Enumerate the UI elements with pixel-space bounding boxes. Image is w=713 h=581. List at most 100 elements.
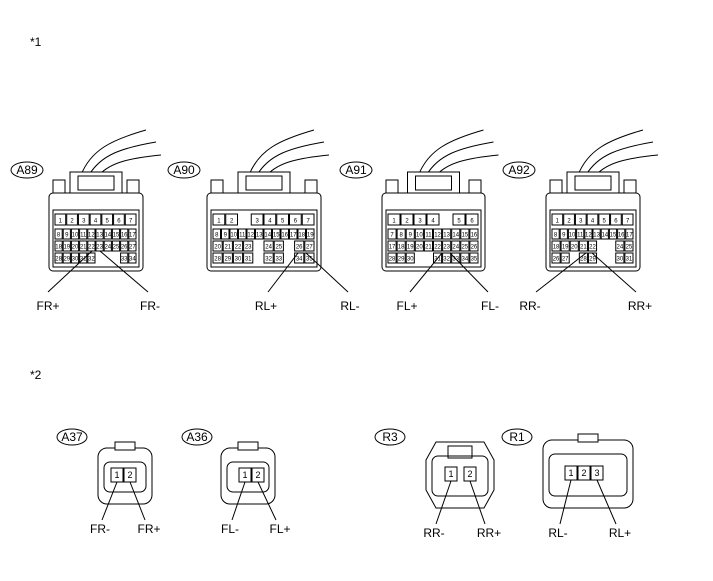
lead-line bbox=[591, 252, 637, 293]
pin-number: 24 bbox=[265, 245, 272, 251]
pin-cell bbox=[62, 240, 71, 252]
pin-number: 14 bbox=[264, 233, 271, 239]
pin-cell bbox=[79, 228, 88, 240]
pin-number: 2 bbox=[405, 219, 409, 225]
pin-number: 7 bbox=[129, 219, 133, 225]
pin-cell bbox=[212, 228, 221, 240]
pin-cell bbox=[95, 228, 104, 240]
side-latch bbox=[210, 179, 224, 195]
pin-cell bbox=[79, 240, 88, 252]
pin-cell bbox=[387, 240, 397, 252]
pin-cell bbox=[263, 252, 274, 264]
pin-number: 11 bbox=[577, 233, 584, 239]
pin-number: 5 bbox=[281, 219, 285, 225]
pin-number: 26 bbox=[471, 245, 478, 251]
signal-label: RL+ bbox=[609, 526, 631, 540]
pin-field bbox=[52, 209, 140, 268]
pin-cell bbox=[396, 240, 406, 252]
pin-cell bbox=[405, 252, 415, 264]
pin-number: 33 bbox=[121, 257, 128, 263]
signal-label: FR- bbox=[90, 522, 110, 536]
lock-tab bbox=[447, 445, 473, 459]
pin-number: 8 bbox=[399, 233, 403, 239]
pin-cell bbox=[301, 213, 315, 226]
pin-cell bbox=[263, 228, 272, 240]
pin-number: 29 bbox=[224, 257, 231, 263]
pin-number: 9 bbox=[224, 233, 228, 239]
side-latch bbox=[623, 179, 637, 195]
pin-cell bbox=[584, 228, 593, 240]
pin-number: 3 bbox=[255, 219, 259, 225]
pin-number: 21 bbox=[224, 245, 231, 251]
connector-id-a90: A90 bbox=[173, 163, 195, 177]
pin-number: 2 bbox=[230, 219, 234, 225]
pin-number: 28 bbox=[389, 257, 396, 263]
lead-line bbox=[435, 480, 452, 525]
pin-cell bbox=[221, 228, 230, 240]
pin-number: 20 bbox=[72, 245, 79, 251]
pin-cell bbox=[289, 228, 298, 240]
pin-number: 20 bbox=[571, 245, 578, 251]
pin-number: 25 bbox=[275, 245, 282, 251]
connector-body bbox=[425, 441, 495, 509]
lock-tab bbox=[237, 441, 259, 451]
pin-number: 1 bbox=[392, 219, 396, 225]
signal-label: RL- bbox=[340, 299, 359, 313]
pin-number: 21 bbox=[80, 245, 87, 251]
lead-line bbox=[409, 252, 443, 293]
pin-number: 24 bbox=[104, 245, 111, 251]
pin-cell bbox=[120, 240, 129, 252]
pin-number: 22 bbox=[88, 245, 95, 251]
pin-cell bbox=[95, 240, 104, 252]
connector-body bbox=[97, 447, 153, 505]
pin-number: 3 bbox=[82, 219, 86, 225]
connector-id-r3-oval bbox=[374, 428, 406, 446]
pin-cell bbox=[289, 213, 302, 226]
pin-cell bbox=[128, 240, 137, 252]
pin-number: 30 bbox=[235, 257, 242, 263]
pin-number: 12 bbox=[88, 233, 95, 239]
pin-number: 19 bbox=[407, 245, 414, 251]
pin-cell bbox=[469, 228, 479, 240]
pin-cell bbox=[70, 252, 80, 264]
connector-body bbox=[220, 447, 276, 505]
pin-cell bbox=[128, 228, 137, 240]
pin-number: 34 bbox=[296, 257, 303, 263]
pin-number: 8 bbox=[215, 233, 219, 239]
pin-number: 26 bbox=[296, 245, 303, 251]
harness-wire bbox=[585, 141, 654, 176]
pin-number: 28 bbox=[580, 257, 587, 263]
pin-cell bbox=[560, 240, 570, 252]
pin-cell bbox=[560, 252, 570, 264]
lead-line bbox=[47, 250, 93, 293]
pin-number: 31 bbox=[434, 257, 441, 263]
pin-cell bbox=[598, 213, 611, 226]
lead-line bbox=[449, 252, 489, 293]
signal-label: RL- bbox=[548, 526, 567, 540]
pin-number: 10 bbox=[416, 233, 423, 239]
pin-cell bbox=[238, 228, 247, 240]
pin-number: 21 bbox=[425, 245, 432, 251]
pin-cell bbox=[276, 213, 289, 226]
pin-number: 9 bbox=[562, 233, 566, 239]
signal-label: RR+ bbox=[477, 526, 501, 540]
pin-cell bbox=[87, 252, 96, 264]
connector-id-a91-oval bbox=[339, 161, 373, 179]
pin-number: 18 bbox=[298, 233, 305, 239]
pin-number: 13 bbox=[96, 233, 103, 239]
pin-number: 29 bbox=[398, 257, 405, 263]
pin-number: 32 bbox=[443, 257, 450, 263]
pin-number: 10 bbox=[569, 233, 576, 239]
pin-number: 20 bbox=[416, 245, 423, 251]
pin-cell bbox=[574, 213, 587, 226]
pin-number: 35 bbox=[471, 257, 478, 263]
pin-cell bbox=[423, 240, 433, 252]
lead-line bbox=[559, 479, 572, 525]
pin-number: 1 bbox=[114, 470, 119, 480]
pin-cell bbox=[624, 252, 634, 264]
pin-number: 7 bbox=[306, 219, 310, 225]
pin-cell bbox=[70, 228, 80, 240]
pin-cell bbox=[246, 228, 255, 240]
pin-number: 28 bbox=[55, 257, 62, 263]
